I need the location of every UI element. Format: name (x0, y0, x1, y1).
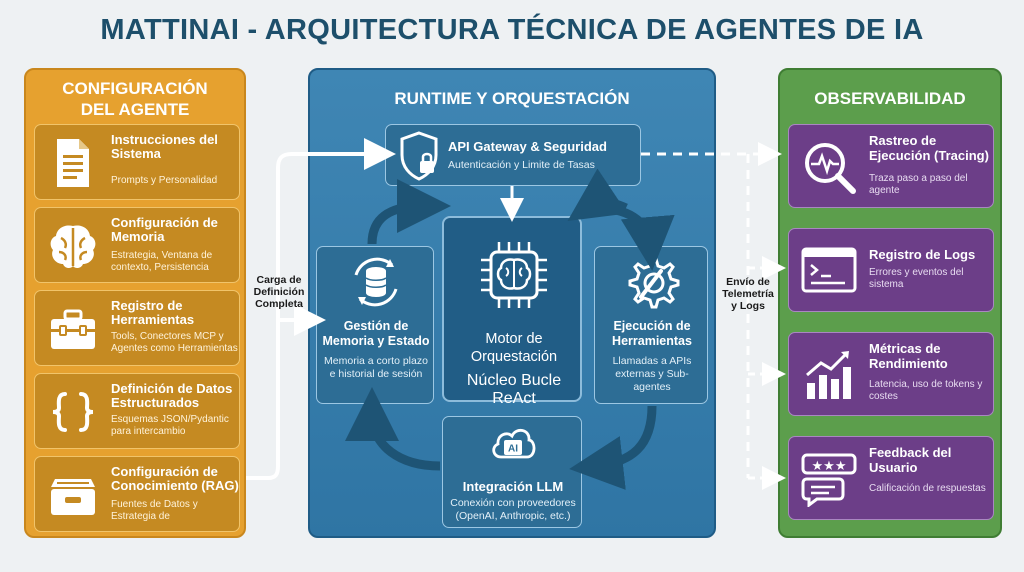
brain-icon (50, 225, 96, 269)
memory-state-title: Gestión de Memoria y Estado (322, 319, 430, 348)
agent-config-title-line2: DEL AGENTE (80, 100, 190, 119)
document-icon (57, 139, 89, 187)
database-sync-icon (354, 257, 398, 307)
tool-registry-title: Registro de Herramientas (111, 298, 195, 327)
feedback-card[interactable]: ★★★ Feedback del Usuario Calificación de… (788, 436, 994, 520)
config-load-label: Carga de Definición Completa (253, 274, 305, 310)
file-cabinet-icon (51, 479, 95, 515)
memory-config-subtitle: Estrategia, Ventana de contexto, Persist… (111, 250, 213, 273)
brain-chip-icon (481, 242, 547, 308)
braces-icon (52, 392, 94, 432)
orchestration-engine-title: Motor de Orquestación (470, 331, 558, 365)
system-instructions-card[interactable]: Instrucciones del Sistema Prompts y Pers… (34, 124, 240, 200)
orchestration-engine-card[interactable]: Motor de Orquestación Núcleo Bucle ReAct (442, 216, 582, 407)
structured-data-title: Definición de Datos Estructurados (111, 381, 233, 410)
api-gateway-title: API Gateway & Seguridad (448, 139, 607, 154)
toolbox-icon (51, 309, 95, 349)
structured-data-card[interactable]: Definición de Datos Estructurados Esquem… (34, 373, 240, 449)
llm-integration-card[interactable]: AI Integración LLM Conexión con proveedo… (442, 416, 582, 528)
logs-title: Registro de Logs (869, 247, 976, 262)
page-title: MATTINAI - ARQUITECTURA TÉCNICA DE AGENT… (100, 14, 924, 46)
agent-config-title-line1: CONFIGURACIÓN (62, 79, 208, 98)
agent-config-title: CONFIGURACIÓN DEL AGENTE (26, 78, 244, 120)
structured-data-subtitle: Esquemas JSON/Pydantic para intercambio (111, 414, 229, 437)
loop-arrow-llm-to-memory (345, 387, 441, 471)
memory-state-card[interactable]: Gestión de Memoria y Estado Memoria a co… (316, 246, 434, 404)
llm-integration-subtitle: Conexión con proveedores (OpenAI, Anthro… (450, 497, 576, 522)
metrics-title: Métricas de Rendimiento (869, 341, 948, 371)
tracing-card[interactable]: Rastreo de Ejecución (Tracing) Traza pas… (788, 124, 994, 208)
orchestration-engine-subtitle: Núcleo Bucle ReAct (466, 372, 562, 407)
knowledge-config-title: Configuración de Conocimiento (RAG) (111, 464, 239, 493)
tool-registry-card[interactable]: Registro de Herramientas Tools, Conector… (34, 290, 240, 366)
tool-execution-title: Ejecución de Herramientas (612, 319, 692, 348)
memory-state-subtitle: Memoria a corto plazo e historial de ses… (324, 355, 428, 380)
tool-registry-subtitle: Tools, Conectores MCP y Agentes como Her… (111, 331, 238, 354)
terminal-icon (801, 247, 857, 293)
system-instructions-subtitle: Prompts y Personalidad (111, 175, 218, 186)
tool-execution-subtitle: Llamadas a APIs externas y Sub-agentes (612, 355, 692, 393)
rating-chat-icon: ★★★ (801, 453, 857, 507)
config-to-gateway-arrow (246, 138, 396, 480)
metrics-card[interactable]: Métricas de Rendimiento Latencia, uso de… (788, 332, 994, 416)
tracing-subtitle: Traza paso a paso del agente (869, 173, 968, 196)
memory-config-card[interactable]: Configuración de Memoria Estrategia, Ven… (34, 207, 240, 283)
cloud-ai-icon: AI (492, 429, 536, 459)
agent-config-panel: CONFIGURACIÓN DEL AGENTE Instrucciones d… (24, 68, 246, 538)
loop-arrow-tools-to-engine (567, 168, 628, 221)
telemetry-label: Envío de Telemetría y Logs (722, 276, 774, 312)
feedback-subtitle: Calificación de respuestas (869, 483, 986, 494)
llm-integration-title: Integración LLM (462, 479, 564, 494)
loop-arrow-tools-to-llm (569, 405, 657, 490)
api-gateway-subtitle: Autenticación y Limite de Tasas (448, 159, 595, 171)
system-instructions-title: Instrucciones del Sistema (111, 132, 218, 161)
memory-config-title: Configuración de Memoria (111, 215, 218, 244)
shield-lock-icon (400, 131, 438, 181)
observability-panel: OBSERVABILIDAD Rastreo de Ejecución (Tra… (778, 68, 1002, 538)
bar-chart-icon (806, 351, 851, 399)
loop-arrow-memory-to-engine (367, 179, 451, 245)
logs-subtitle: Errores y eventos del sistema (869, 267, 964, 290)
magnifier-pulse-icon (805, 143, 856, 194)
loop-arrow-engine-to-tools (595, 203, 675, 271)
ai-badge: AI (508, 444, 518, 455)
knowledge-config-subtitle: Fuentes de Datos y Estrategia de (111, 499, 198, 522)
svg-text:★★★: ★★★ (812, 459, 847, 474)
feedback-title: Feedback del Usuario (869, 445, 952, 475)
tracing-title: Rastreo de Ejecución (Tracing) (869, 133, 989, 163)
knowledge-config-card[interactable]: Configuración de Conocimiento (RAG) Fuen… (34, 456, 240, 532)
runtime-title: RUNTIME Y ORQUESTACIÓN (394, 89, 630, 108)
logs-card[interactable]: Registro de Logs Errores y eventos del s… (788, 228, 994, 312)
observability-title: OBSERVABILIDAD (814, 89, 966, 108)
metrics-subtitle: Latencia, uso de tokens y costes (869, 379, 983, 402)
